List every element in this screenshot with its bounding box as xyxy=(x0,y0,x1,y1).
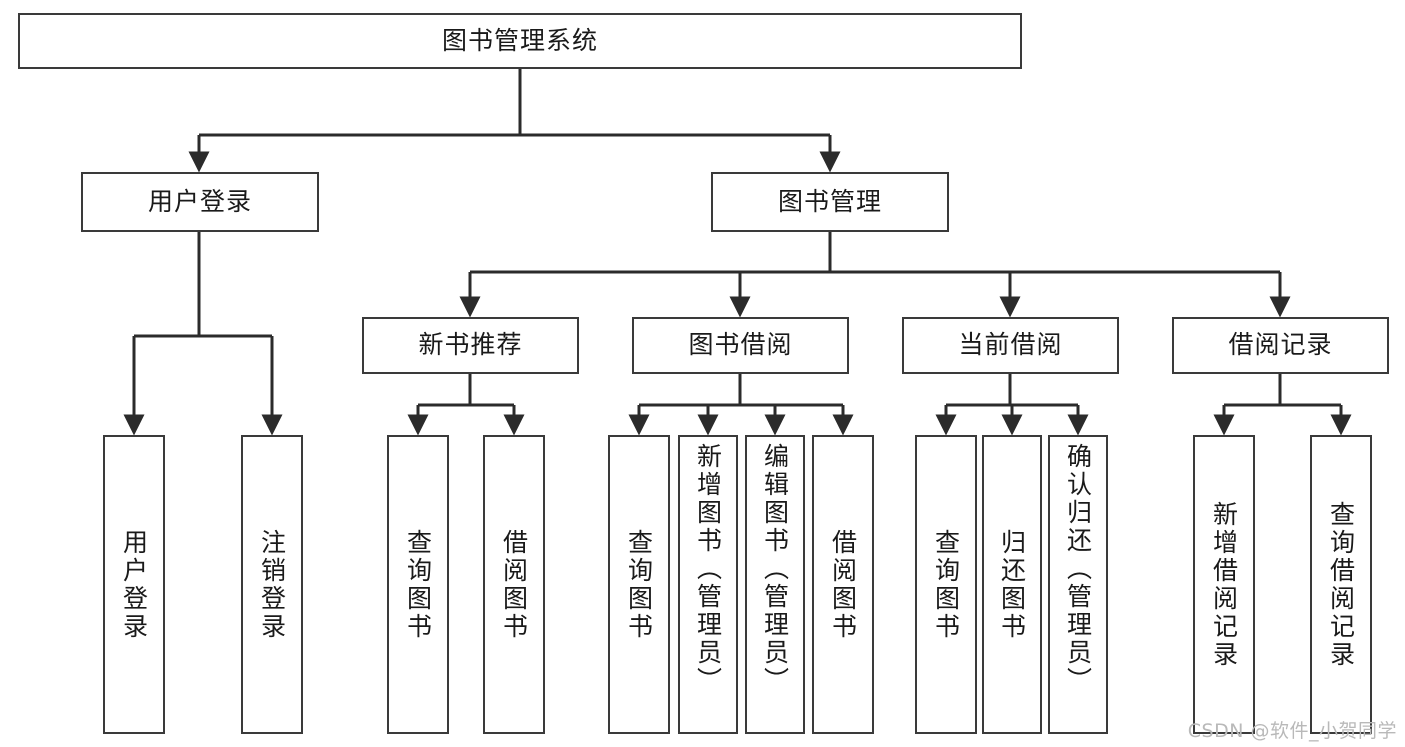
node-root-system[interactable]: 图书管理系统 xyxy=(18,13,1022,69)
node-leaf-query-book-rec[interactable]: 查询图书 xyxy=(387,435,449,734)
node-label: 图书管理系统 xyxy=(441,25,598,55)
node-new-book-recommend[interactable]: 新书推荐 xyxy=(362,317,579,374)
book-borrow-to-leaves-connectors xyxy=(628,374,854,436)
node-label: 新书推荐 xyxy=(418,330,523,360)
node-label: 注销登录 xyxy=(257,528,287,641)
user-login-to-leaves-connectors xyxy=(123,232,283,436)
node-label: 查询图书 xyxy=(931,528,961,641)
node-current-borrow[interactable]: 当前借阅 xyxy=(902,317,1119,374)
csdn-watermark: CSDN @软件_小贺同学 xyxy=(1187,720,1397,742)
node-leaf-borrow-book-rec[interactable]: 借阅图书 xyxy=(483,435,545,734)
node-label: 图书借阅 xyxy=(688,330,793,360)
node-label: 新增借阅记录 xyxy=(1209,500,1239,669)
node-leaf-borrow-book[interactable]: 借阅图书 xyxy=(812,435,874,734)
borrow-record-to-leaves-connectors xyxy=(1213,374,1352,436)
node-label: 借阅图书 xyxy=(499,528,529,641)
node-label: 用户登录 xyxy=(147,186,252,216)
node-leaf-logout[interactable]: 注销登录 xyxy=(241,435,303,734)
node-leaf-edit-book-admin[interactable]: 编辑图书（管理员） xyxy=(745,435,805,734)
node-label: 查询借阅记录 xyxy=(1326,500,1356,669)
node-label: 归还图书 xyxy=(997,528,1027,641)
current-borrow-to-leaves-connectors xyxy=(935,374,1089,436)
node-leaf-query-book-current[interactable]: 查询图书 xyxy=(915,435,977,734)
node-label: 查询图书 xyxy=(403,528,433,641)
node-leaf-add-book-admin[interactable]: 新增图书（管理员） xyxy=(678,435,738,734)
book-manage-to-level3-connectors xyxy=(459,232,1291,318)
node-label: 借阅记录 xyxy=(1228,330,1333,360)
node-label: 查询图书 xyxy=(624,528,654,641)
node-leaf-query-borrow-record[interactable]: 查询借阅记录 xyxy=(1310,435,1372,734)
node-label: 图书管理 xyxy=(777,186,882,216)
node-leaf-user-login[interactable]: 用户登录 xyxy=(103,435,165,734)
node-label: 新增图书（管理员） xyxy=(693,443,723,695)
node-leaf-query-book-borrow[interactable]: 查询图书 xyxy=(608,435,670,734)
node-user-login[interactable]: 用户登录 xyxy=(81,172,319,232)
node-book-manage[interactable]: 图书管理 xyxy=(711,172,949,232)
node-label: 用户登录 xyxy=(119,528,149,641)
root-to-level2-connectors xyxy=(188,69,841,173)
new-book-rec-to-leaves-connectors xyxy=(407,374,525,436)
node-label: 编辑图书（管理员） xyxy=(760,443,790,695)
node-label: 借阅图书 xyxy=(828,528,858,641)
node-leaf-return-book[interactable]: 归还图书 xyxy=(982,435,1042,734)
node-leaf-add-borrow-record[interactable]: 新增借阅记录 xyxy=(1193,435,1255,734)
node-leaf-confirm-return-admin[interactable]: 确认归还（管理员） xyxy=(1048,435,1108,734)
node-label: 确认归还（管理员） xyxy=(1063,443,1093,695)
node-label: 当前借阅 xyxy=(958,330,1063,360)
node-book-borrow[interactable]: 图书借阅 xyxy=(632,317,849,374)
node-borrow-record[interactable]: 借阅记录 xyxy=(1172,317,1389,374)
